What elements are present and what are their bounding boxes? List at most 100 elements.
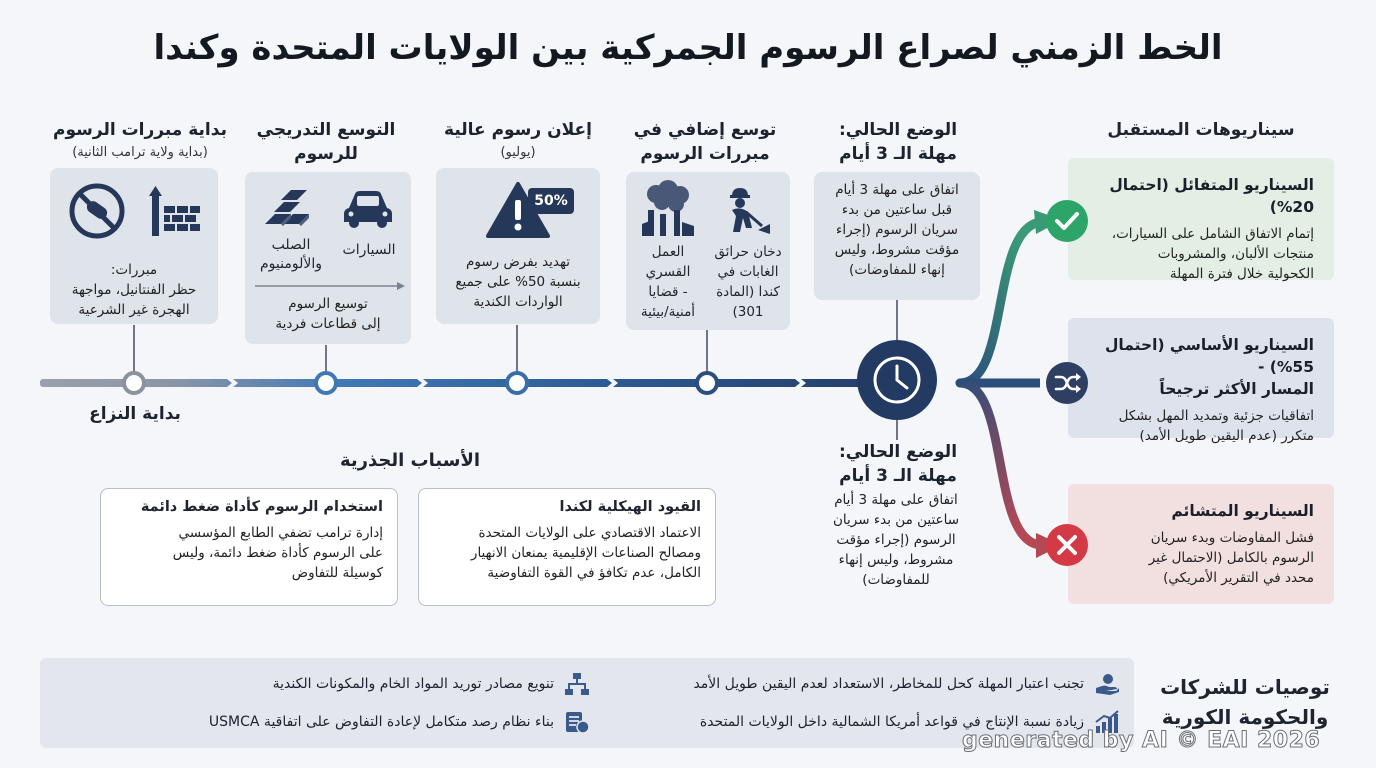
current-below-line-2: ساعتين من بدء سريان [832,512,960,528]
step-1-line-2: حظر الفنتانيل، مواجهة [71,282,197,298]
step-2-title-line-1: التوسع التدريجي [256,120,396,140]
step-3-subtitle: (يوليو) [500,145,536,160]
recommendation-2: تنويع مصادر توريد المواد الخام والمكونات… [100,672,590,696]
recommendation-1: تجنب اعتبار المهلة كحل للمخاطر، الاستعدا… [590,672,1120,696]
step-2-item-cars: السيارات [342,242,396,258]
step-5-title-line-2: مهلة الـ 3 أيام [839,144,957,164]
root-cause-structural-line-1: الاعتماد الاقتصادي على الولايات المتحدة [478,525,701,541]
scenario-optimistic-line-3: الكحولية خلال فترة المهلة [1169,266,1314,282]
recommendations-header-line-1: توصيات للشركات [1160,675,1330,699]
node-4 [695,371,719,395]
network-icon [565,673,589,695]
recommendations-header-line-2: والحكومة الكورية [1161,705,1329,729]
step-2-card: السيارات الصلب والألومنيوم توسيع الرسوم … [245,172,411,344]
step-5-title-line-1: الوضع الحالي: [838,120,958,140]
scenario-pessimistic-line-3: محدد في التقرير الأمريكي) [1163,570,1314,586]
step-4-col-left: العمل القسري - قضايا أمنية/بيئية [628,242,708,322]
scenario-optimistic-line-2: منتجات الألبان، والمشروبات [1157,246,1314,262]
recommendations-bar [40,658,1134,748]
recommendation-3-text: زيادة نسبة الإنتاج في قواعد أمريكا الشما… [699,714,1084,730]
root-cause-structural-title: القيود الهيكلية لكندا [559,499,701,515]
root-cause-pressure-line-3: كوسيلة للتفاوض [291,565,383,581]
metal-bars-icon [265,190,309,226]
recommendation-2-text: تنويع مصادر توريد المواد الخام والمكونات… [272,676,554,692]
page-title: الخط الزمني لصراع الرسوم الجمركية بين ال… [153,28,1223,68]
step-1-title: بداية مبررات الرسوم [53,120,227,140]
current-below-line-1: اتفاق على مهلة 3 أيام [834,492,958,508]
factory-smoke-icon [642,180,694,236]
step-3-line-1: تهديد بفرض رسوم [465,254,570,270]
start-label: بداية النزاع [89,404,181,424]
node-2 [314,371,338,395]
step-5-line-5: إنهاء للمفاوضات) [849,262,945,278]
recommendation-4: بناء نظام رصد متكامل لإعادة التفاوض على … [120,710,590,734]
root-cause-structural-line-3: الكامل، عدم تكافؤ في القوة التفاوضية [487,565,701,581]
recommendation-3: زيادة نسبة الإنتاج في قواعد أمريكا الشما… [560,710,1120,734]
root-causes-header: الأسباب الجذرية [339,450,481,471]
step-4-right-line-4: 301) [732,304,764,320]
root-cause-pressure: استخدام الرسوم كأداة ضغط دائمة إدارة ترا… [100,488,398,606]
recommendations-header: توصيات للشركات والحكومة الكورية [1140,672,1350,732]
step-3-line-3: الواردات الكندية [473,294,563,310]
step-5-line-2: قبل ساعتين من بدء [841,202,953,218]
scenario-optimistic-title: السيناريو المتفائل (احتمال 20%) [1109,176,1314,216]
scenario-baseline-title-line-1: السيناريو الأساسي (احتمال 55%) - [1104,336,1314,376]
worker-icon [730,188,770,234]
branch-optimistic [955,217,1045,388]
percent-badge: 50% [528,188,574,214]
step-1-line-3: الهجرة غير الشرعية [78,302,190,318]
step-2-arrow-line-2: إلى قطاعات فردية [275,316,381,332]
step-1-card: مبررات: حظر الفنتانيل، مواجهة الهجرة غير… [50,168,218,324]
step-2-item-steel: الصلب والألومنيوم [260,237,322,272]
scenario-baseline: السيناريو الأساسي (احتمال 55%) - المسار … [1068,318,1334,444]
scenario-pessimistic: السيناريو المتشائم فشل المفاوضات وبدء سر… [1068,484,1334,604]
step-4-title: توسع إضافي في مبررات الرسوم [610,118,800,166]
growth-chart-icon [1095,710,1119,733]
step-3-card: 50% تهديد بفرض رسوم بنسبة 50% على جميع ا… [436,168,600,324]
step-2-arrow [255,282,405,290]
step-4-left-line-2: القسري [645,264,691,280]
step-4-right-line-2: الغابات في [717,264,779,280]
scenario-pessimistic-title: السيناريو المتشائم [1171,502,1314,520]
branch-pessimistic [955,378,1045,550]
x-icon [1046,524,1088,566]
step-4-left-line-3: - قضايا [648,284,688,300]
step-5-title: الوضع الحالي: مهلة الـ 3 أيام [800,118,996,166]
step-4-right-line-3: كندا (المادة [716,284,780,300]
step-4-right-line-1: دخان حرائق [714,244,782,260]
recommendation-1-text: تجنب اعتبار المهلة كحل للمخاطر، الاستعدا… [693,676,1084,692]
scenario-pessimistic-line-1: فشل المفاوضات وبدء سريان [1150,530,1314,546]
scenario-optimistic-line-1: إتمام الاتفاق الشامل على السيارات، [1111,226,1314,242]
scenario-optimistic: السيناريو المتفائل (احتمال 20%) إتمام ال… [1068,158,1334,282]
scenario-baseline-title-line-2: المسار الأكثر ترجيحاً [1159,380,1314,398]
timeline-line [40,379,920,387]
step-2-title: التوسع التدريجي للرسوم [236,118,416,166]
step-5-line-3: سريان الرسوم (إجراء [836,222,958,238]
scenario-pessimistic-line-2: الرسوم بالكامل (الاحتمال غير [1148,550,1314,566]
current-below-body: اتفاق على مهلة 3 أيام ساعتين من بدء سريا… [806,490,986,590]
current-below-title-line-1: الوضع الحالي: [838,442,958,462]
scenario-baseline-line-2: متكرر (عدم اليقين طويل الأمد) [1139,428,1314,444]
step-4-card: دخان حرائق الغابات في كندا (المادة 301) … [626,172,790,330]
root-cause-pressure-title: استخدام الرسوم كأداة ضغط دائمة [140,499,383,515]
root-cause-pressure-line-1: إدارة ترامب تضفي الطابع المؤسسي [178,525,383,541]
step-4-title-line-1: توسع إضافي في [633,120,777,140]
current-below-line-4: مشروط، وليس إنهاء [838,552,954,568]
step-3-title: إعلان رسوم عالية [444,120,592,140]
step-1-line-1: مبررات: [110,262,158,278]
step-2-arrow-line-1: توسيع الرسوم [288,296,368,312]
current-below-title-line-2: مهلة الـ 3 أيام [839,466,957,486]
step-4-col-right: دخان حرائق الغابات في كندا (المادة 301) [708,242,788,322]
step-5-line-1: اتفاق على مهلة 3 أيام [835,182,959,198]
step-5-card: اتفاق على مهلة 3 أيام قبل ساعتين من بدء … [814,172,980,300]
step-3-line-2: بنسبة 50% على جميع [455,274,581,290]
current-below-title: الوضع الحالي: مهلة الـ 3 أيام [800,440,996,488]
hand-coin-icon [1096,674,1119,695]
car-icon [344,191,392,228]
current-below-line-3: الرسوم (إجراء مؤقت [836,532,956,548]
root-cause-structural-line-2: ومصالح الصناعات الإقليمية يمنعان الانهيا… [470,545,701,561]
step-1-subtitle: (بداية ولاية ترامب الثانية) [72,145,208,160]
root-cause-structural: القيود الهيكلية لكندا الاعتماد الاقتصادي… [418,488,716,606]
scenarios-header: سيناريوهات المستقبل [1107,120,1295,140]
step-5-line-4: مؤقت مشروط، وليس [834,242,960,258]
